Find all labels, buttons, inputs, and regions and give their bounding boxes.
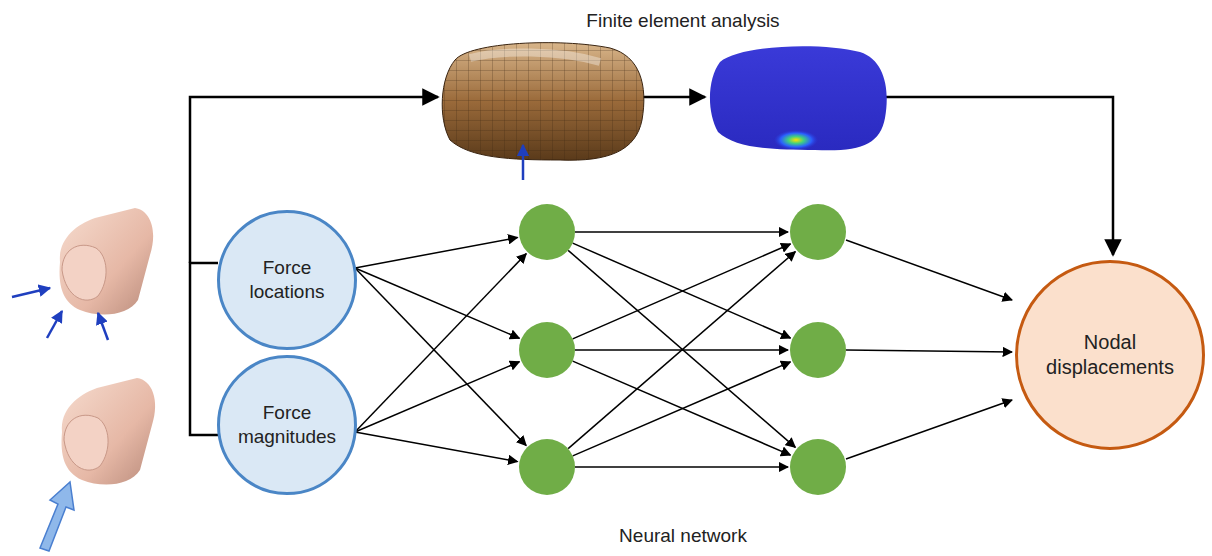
caption-label: Neural network bbox=[619, 525, 747, 547]
node-label: Force locations bbox=[232, 256, 342, 304]
node-circle: Nodal displacements bbox=[1015, 260, 1205, 450]
caption-label: Finite element analysis bbox=[586, 10, 779, 32]
node-label: Nodal displacements bbox=[1035, 330, 1185, 380]
node-circle: Force locations bbox=[217, 210, 357, 350]
node-label: Force magnitudes bbox=[232, 401, 342, 449]
node-circle: Force magnitudes bbox=[217, 355, 357, 495]
